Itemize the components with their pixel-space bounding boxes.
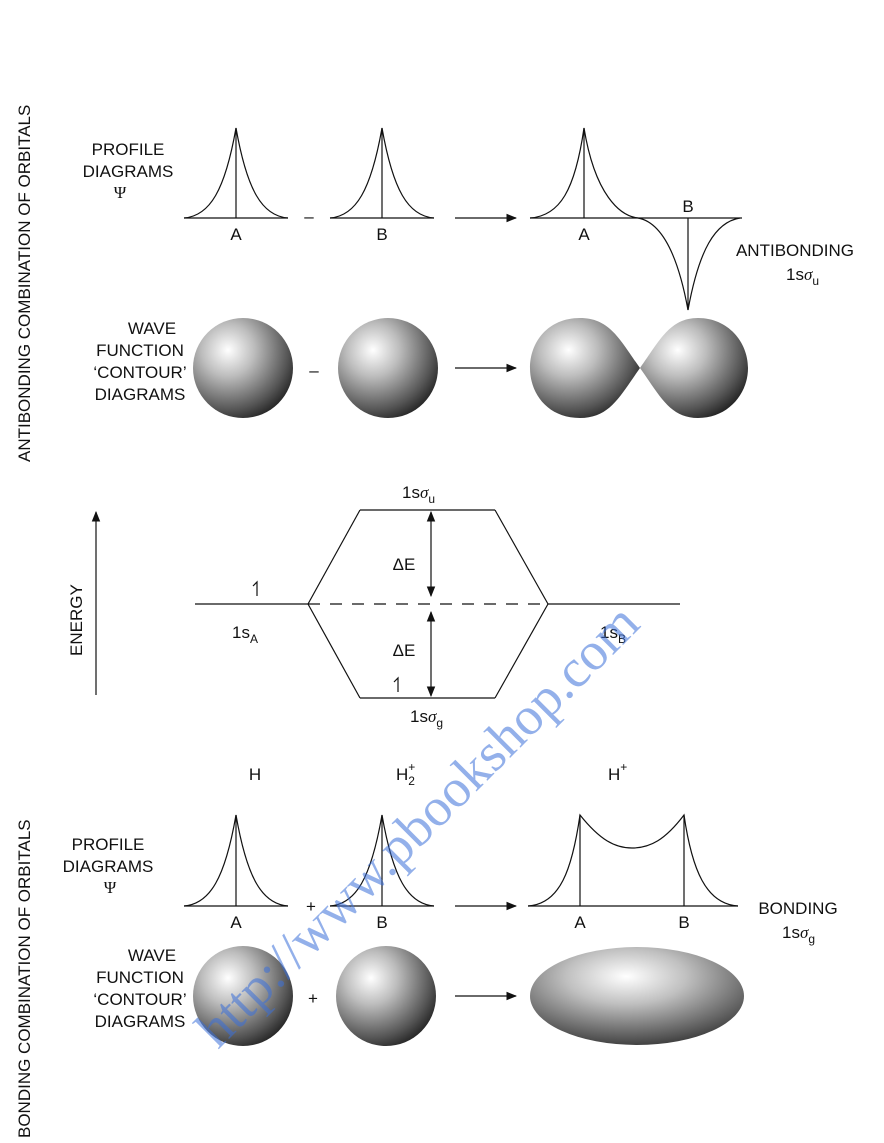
energy-diagram: ENERGY ΔE ΔE 1sσu 1sσg 1sA 1sB bbox=[67, 483, 680, 730]
wave-label-line1: WAVE bbox=[128, 319, 176, 338]
energy-axis-label: ENERGY bbox=[67, 584, 86, 656]
profile-label-line1: PROFILE bbox=[92, 140, 165, 159]
1s-a-label: 1sA bbox=[232, 623, 258, 646]
bonding-species-row: H H+2 H+ bbox=[249, 760, 627, 788]
antibonding-lobe-left bbox=[530, 318, 640, 418]
profile-label-line2: DIAGRAMS bbox=[83, 162, 174, 181]
wave-label-line1-bonding: WAVE bbox=[128, 946, 176, 965]
bonding-nucleus-label-a: A bbox=[230, 913, 242, 932]
bonding-sphere-b bbox=[336, 946, 436, 1046]
sphere-b bbox=[338, 318, 438, 418]
contour-plus-operator: + bbox=[308, 989, 318, 1008]
contour-minus-operator: – bbox=[309, 361, 319, 380]
antibonding-profile-row: PROFILE DIAGRAMS Ψ A – B A B ANTIBONDING… bbox=[83, 127, 854, 311]
bonding-result-label-a: A bbox=[574, 913, 586, 932]
bonding-nucleus-label-b: B bbox=[376, 913, 387, 932]
antibonding-negative-lobe bbox=[637, 217, 741, 311]
antibonding-side-label: ANTIBONDING COMBINATION OF ORBITALS bbox=[15, 105, 34, 462]
psi-symbol: Ψ bbox=[114, 183, 127, 202]
1s-b-label: 1sB bbox=[600, 623, 626, 646]
bonding-sphere-a bbox=[193, 946, 293, 1046]
antibonding-label-b: B bbox=[682, 197, 693, 216]
correlation-b-down bbox=[494, 603, 549, 699]
species-h2-plus: H+2 bbox=[396, 760, 415, 788]
species-h-plus: H+ bbox=[608, 760, 627, 784]
antibonding-lobe-right bbox=[640, 318, 748, 418]
antibonding-title: ANTIBONDING bbox=[736, 241, 854, 260]
antibonding-orbital-label: 1sσu bbox=[786, 265, 819, 288]
electron-sigma-g bbox=[393, 676, 399, 692]
profile-label-line2-bonding: DIAGRAMS bbox=[63, 857, 154, 876]
antibonding-contour-row: WAVE FUNCTION ‘CONTOUR’ DIAGRAMS – bbox=[93, 318, 748, 418]
bonding-side-label: BONDING COMBINATION OF ORBITALS bbox=[15, 819, 34, 1138]
bonding-ellipsoid bbox=[530, 947, 744, 1045]
bonding-contour-row: WAVE FUNCTION ‘CONTOUR’ DIAGRAMS + bbox=[93, 946, 744, 1046]
correlation-a-up bbox=[307, 509, 361, 605]
bonding-orbital-label: 1sσg bbox=[782, 923, 815, 946]
correlation-b-up bbox=[494, 509, 549, 605]
profile-label-line1-bonding: PROFILE bbox=[72, 835, 145, 854]
wave-label-line3-bonding: ‘CONTOUR’ bbox=[93, 990, 186, 1009]
bonding-title: BONDING bbox=[758, 899, 837, 918]
wave-label-line3: ‘CONTOUR’ bbox=[93, 363, 186, 382]
wave-label-line4: DIAGRAMS bbox=[95, 385, 186, 404]
bonding-profile-row: PROFILE DIAGRAMS Ψ A + B A B BONDING 1sσ… bbox=[63, 813, 838, 946]
species-h: H bbox=[249, 765, 261, 784]
nucleus-label-b: B bbox=[376, 225, 387, 244]
delta-e-upper-label: ΔE bbox=[393, 555, 416, 574]
wave-label-line2: FUNCTION bbox=[96, 341, 184, 360]
sigma-g-label: 1sσg bbox=[410, 707, 443, 730]
sphere-a bbox=[193, 318, 293, 418]
minus-operator: – bbox=[304, 207, 314, 226]
nucleus-label-a: A bbox=[230, 225, 242, 244]
plus-operator: + bbox=[306, 897, 316, 916]
psi-symbol-bonding: Ψ bbox=[104, 878, 117, 897]
correlation-a-down bbox=[307, 603, 361, 699]
antibonding-label-a: A bbox=[578, 225, 590, 244]
bonding-combined-curve bbox=[527, 813, 739, 907]
wave-label-line2-bonding: FUNCTION bbox=[96, 968, 184, 987]
delta-e-lower-label: ΔE bbox=[393, 641, 416, 660]
bonding-result-label-b: B bbox=[678, 913, 689, 932]
sigma-u-label: 1sσu bbox=[402, 483, 435, 506]
electron-1s-a bbox=[252, 580, 258, 596]
wave-label-line4-bonding: DIAGRAMS bbox=[95, 1012, 186, 1031]
